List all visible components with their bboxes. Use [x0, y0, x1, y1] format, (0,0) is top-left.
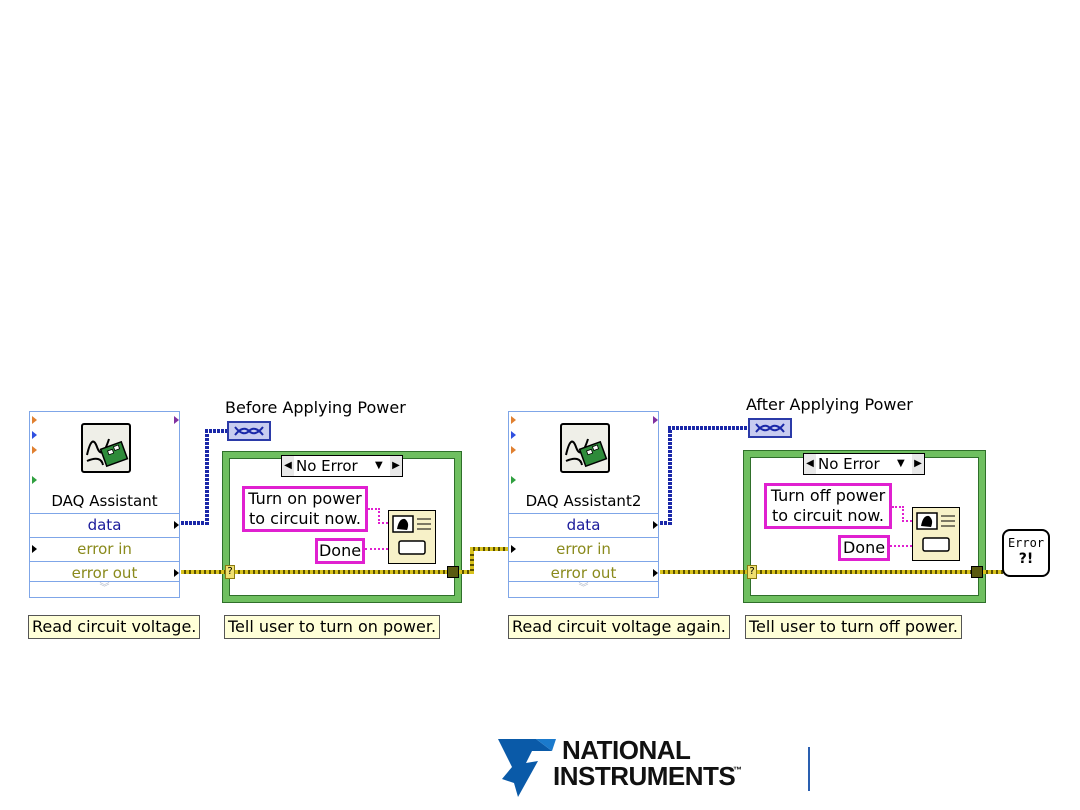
waveform-indicator-icon[interactable] — [748, 418, 792, 438]
decrement-arrow-icon[interactable]: ◀ — [804, 454, 816, 474]
daq-assistant-1[interactable]: DAQ Assistant data error in error out ︾ — [29, 411, 180, 598]
trademark-mark: ™ — [733, 765, 742, 775]
logo-divider — [808, 747, 810, 791]
one-button-dialog-icon[interactable] — [388, 510, 436, 564]
error-in-terminal[interactable]: error in — [30, 537, 179, 561]
button-string-constant[interactable]: Done — [315, 538, 365, 564]
daq-title: DAQ Assistant — [51, 492, 158, 510]
output-tunnel[interactable] — [447, 566, 459, 578]
data-wire — [668, 426, 748, 430]
message-string-constant[interactable]: Turn off power to circuit now. — [764, 483, 892, 529]
indicator-label: After Applying Power — [746, 395, 913, 414]
error-wire — [660, 570, 750, 574]
chevron-down-icon[interactable]: ▼ — [897, 458, 905, 469]
data-wire — [205, 429, 227, 433]
ni-eagle-logo — [496, 737, 558, 799]
data-wire — [181, 521, 207, 525]
error-wire — [983, 570, 1003, 574]
increment-arrow-icon[interactable]: ▶ — [390, 456, 402, 476]
expand-arrows-icon[interactable]: ︾ — [30, 581, 179, 598]
waveform-indicator-icon[interactable] — [227, 421, 271, 441]
case-selector-tunnel[interactable]: ? — [747, 565, 757, 579]
daq-assistant-icon — [560, 423, 610, 473]
comment-label: Tell user to turn off power. — [745, 615, 962, 639]
logo-line-2: INSTRUMENTS — [553, 761, 736, 791]
comment-label: Read circuit voltage again. — [508, 615, 730, 639]
data-wire — [205, 431, 209, 525]
data-terminal[interactable]: data — [509, 513, 658, 537]
comment-label: Read circuit voltage. — [28, 615, 201, 639]
output-tunnel[interactable] — [971, 566, 983, 578]
daq-assistant-2[interactable]: DAQ Assistant2 data error in error out ︾ — [508, 411, 659, 598]
error-in-terminal[interactable]: error in — [509, 537, 658, 561]
logo-line-1: NATIONAL — [562, 735, 691, 765]
error-wire — [470, 547, 510, 551]
daq-title: DAQ Assistant2 — [525, 492, 642, 510]
simple-error-handler-icon[interactable]: Error ?! — [1002, 529, 1050, 577]
one-button-dialog-icon[interactable] — [912, 507, 960, 561]
error-wire — [181, 570, 229, 574]
increment-arrow-icon[interactable]: ▶ — [912, 454, 924, 474]
data-wire — [668, 428, 672, 525]
expand-arrows-icon[interactable]: ︾ — [509, 581, 658, 598]
error-out-terminal[interactable]: error out — [30, 561, 179, 585]
chevron-down-icon[interactable]: ▼ — [375, 460, 383, 471]
comment-label: Tell user to turn on power. — [224, 615, 441, 639]
decrement-arrow-icon[interactable]: ◀ — [282, 456, 294, 476]
error-wire — [459, 570, 473, 574]
case-selector[interactable]: ◀ No Error ▼ ▶ — [281, 455, 403, 477]
daq-assistant-icon — [81, 423, 131, 473]
error-wire — [757, 570, 971, 574]
case-selector[interactable]: ◀ No Error ▼ ▶ — [803, 453, 925, 475]
message-string-constant[interactable]: Turn on power to circuit now. — [242, 486, 368, 532]
data-wire — [660, 521, 670, 525]
data-terminal[interactable]: data — [30, 513, 179, 537]
button-string-constant[interactable]: Done — [838, 535, 890, 561]
case-selector-tunnel[interactable]: ? — [225, 565, 235, 579]
error-wire — [235, 570, 447, 574]
indicator-label: Before Applying Power — [225, 398, 406, 417]
error-out-terminal[interactable]: error out — [509, 561, 658, 585]
